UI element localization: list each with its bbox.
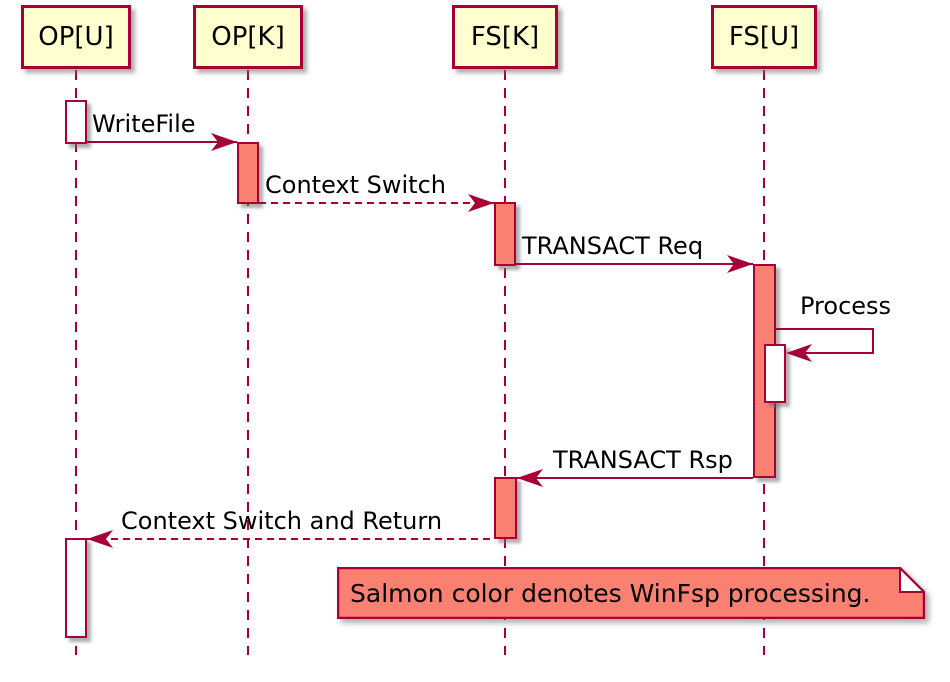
activation-bar-fsk-2: [494, 477, 517, 539]
activation-bar-fsk-1: [494, 202, 516, 266]
lifeline-opu: [75, 70, 77, 655]
activation-bar-opu-2: [65, 538, 87, 638]
message-line-transact-req: [516, 263, 753, 265]
self-message-line-side: [872, 328, 874, 354]
message-label-context-switch-return: Context Switch and Return: [121, 507, 443, 535]
message-line-context-switch-return: [87, 538, 494, 540]
message-line-writefile: [87, 141, 237, 143]
lifeline-opk: [247, 70, 249, 655]
lifeline-fsk: [504, 70, 506, 655]
participant-box-opu: OP[U]: [21, 5, 131, 69]
arrowhead-left-icon: [87, 530, 113, 548]
activation-bar-opk: [237, 142, 259, 204]
message-label-process: Process: [800, 292, 892, 320]
participant-label-fsu: FS[U]: [728, 22, 800, 52]
message-label-writefile: WriteFile: [92, 110, 196, 138]
note-fold-icon: [899, 567, 925, 593]
arrowhead-right-icon: [727, 255, 753, 273]
note-shape: [337, 567, 925, 619]
arrowhead-left-icon: [517, 469, 543, 487]
arrowhead-right-icon: [211, 133, 237, 151]
self-message-line-bottom: [798, 352, 874, 354]
activation-bar-opu-1: [65, 100, 87, 144]
participant-label-fsk: FS[K]: [470, 22, 540, 52]
message-line-transact-rsp: [517, 477, 753, 479]
arrowhead-right-icon: [468, 194, 494, 212]
message-label-context-switch: Context Switch: [265, 171, 446, 199]
participant-box-opk: OP[K]: [193, 5, 303, 69]
participant-label-opu: OP[U]: [38, 22, 114, 52]
message-line-context-switch: [259, 202, 494, 204]
participant-label-opk: OP[K]: [211, 22, 285, 52]
note: Salmon color denotes WinFsp processing.: [337, 567, 925, 619]
message-label-transact-rsp: TRANSACT Rsp: [553, 446, 733, 474]
message-label-transact-req: TRANSACT Req: [522, 232, 704, 260]
arrowhead-left-icon: [786, 344, 812, 362]
self-message-line-top: [776, 328, 874, 330]
participant-box-fsu: FS[U]: [711, 5, 817, 69]
activation-bar-fsu-nested: [764, 344, 786, 403]
note-text: Salmon color denotes WinFsp processing.: [350, 578, 871, 608]
participant-box-fsk: FS[K]: [452, 5, 558, 69]
